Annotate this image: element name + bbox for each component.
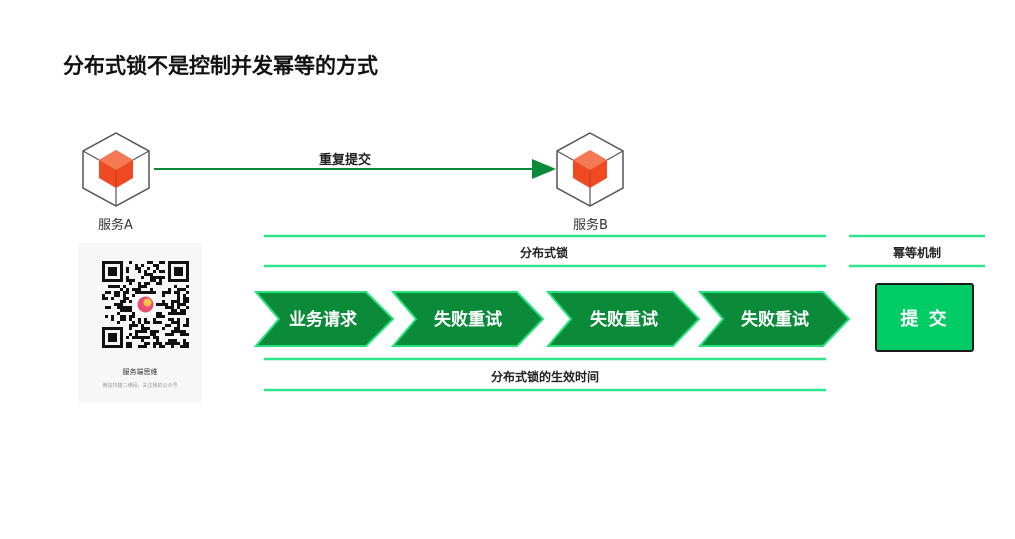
step-chevron-3: 失败重试 bbox=[545, 291, 701, 347]
band-lines bbox=[264, 234, 985, 392]
service-a-cube-icon bbox=[82, 132, 150, 207]
repeat-submit-label: 重复提交 bbox=[318, 153, 371, 168]
page-title: 分布式锁不是控制并发幂等的方式 bbox=[63, 54, 378, 78]
submit-box: 提 交 bbox=[875, 283, 974, 352]
qr-code-image bbox=[102, 261, 189, 348]
qr-subcaption: 微信扫描二维码，关注我的公众号 bbox=[102, 383, 178, 389]
service-b-label: 服务B bbox=[573, 218, 608, 233]
idempotent-band-label: 幂等机制 bbox=[892, 246, 941, 260]
lock-lifetime-label: 分布式锁的生效时间 bbox=[490, 370, 599, 384]
qr-code-panel: 服务端思维 微信扫描二维码，关注我的公众号 bbox=[78, 243, 202, 403]
step-label-2: 失败重试 bbox=[434, 309, 502, 330]
step-chevron-4: 失败重试 bbox=[697, 291, 851, 347]
lock-band-label: 分布式锁 bbox=[519, 246, 568, 260]
step-label-1: 业务请求 bbox=[289, 309, 357, 330]
step-chevron-2: 失败重试 bbox=[390, 291, 545, 347]
step-label-3: 失败重试 bbox=[590, 309, 658, 330]
step-chevron-1: 业务请求 bbox=[253, 291, 395, 347]
service-a-label: 服务A bbox=[98, 218, 133, 233]
service-b-cube-icon bbox=[556, 132, 624, 207]
qr-caption: 服务端思维 bbox=[122, 368, 158, 376]
step-label-4: 失败重试 bbox=[741, 309, 809, 330]
